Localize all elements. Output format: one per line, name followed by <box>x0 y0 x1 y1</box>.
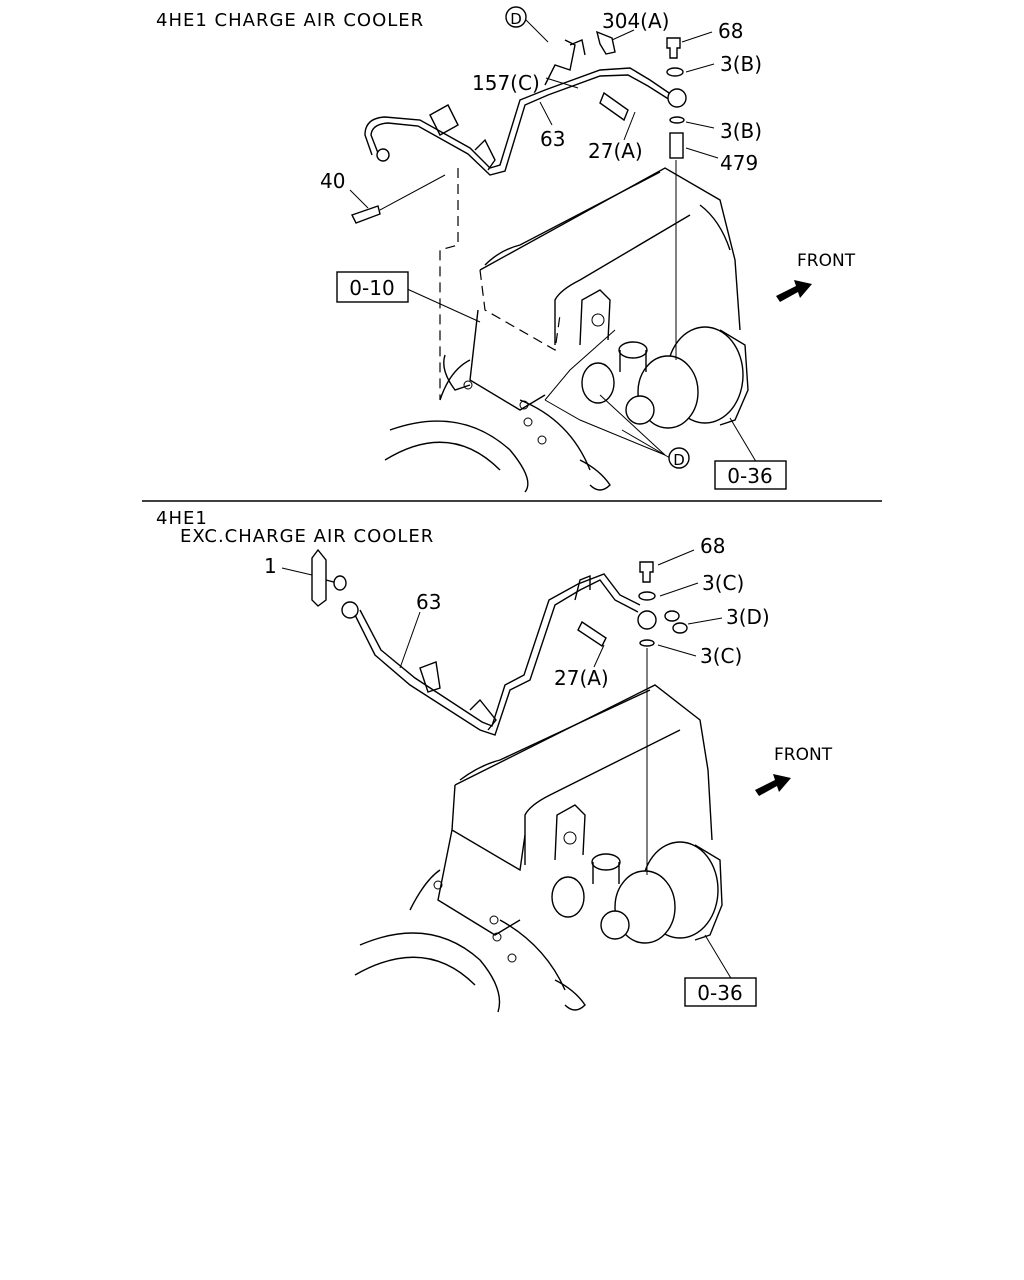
label-68-upper: 68 <box>718 19 743 43</box>
label-63-lower: 63 <box>416 590 441 614</box>
ref-010: 0-10 <box>349 276 394 300</box>
upper-d-bottom: D <box>673 451 685 469</box>
label-40: 40 <box>320 169 345 193</box>
ref-box-036-upper <box>714 460 787 490</box>
label-3b-top: 3(B) <box>720 52 762 76</box>
lower-hardware <box>577 561 688 875</box>
upper-d-marker-top <box>505 6 527 28</box>
label-27a-upper: 27(A) <box>588 139 643 163</box>
ref-036-lower: 0-36 <box>697 981 742 1005</box>
label-27a-lower: 27(A) <box>554 666 609 690</box>
front-arrow-icon-lower <box>755 774 791 796</box>
upper-hardware <box>351 30 687 360</box>
lower-title-line2: EXC.CHARGE AIR COOLER <box>180 526 434 547</box>
lower-title-line1: 4HE1 <box>156 508 208 529</box>
label-3c-top: 3(C) <box>702 571 744 595</box>
ref-box-036-lower <box>684 977 757 1007</box>
upper-d-top: D <box>510 10 522 28</box>
label-157c: 157(C) <box>472 71 540 95</box>
label-3d: 3(D) <box>726 605 770 629</box>
label-68-lower: 68 <box>700 534 725 558</box>
label-479: 479 <box>720 151 758 175</box>
label-304a: 304(A) <box>602 9 669 33</box>
lower-section: 4HE1 EXC.CHARGE AIR COOLER <box>156 508 833 1013</box>
label-3c-bottom: 3(C) <box>700 644 742 668</box>
upper-leaders <box>349 19 759 466</box>
upper-oil-pipe <box>364 39 673 176</box>
upper-title: 4HE1 CHARGE AIR COOLER <box>156 10 424 31</box>
ref-box-010 <box>336 271 409 303</box>
label-63-upper: 63 <box>540 127 565 151</box>
ref-036-upper: 0-36 <box>727 464 772 488</box>
lower-engine-drawing <box>354 684 723 1013</box>
lower-oil-pipe <box>311 548 641 736</box>
upper-engine-drawing <box>384 167 749 493</box>
label-3b-bottom: 3(B) <box>720 119 762 143</box>
label-1: 1 <box>264 554 277 578</box>
front-label-upper: FRONT <box>797 251 856 271</box>
lower-leaders <box>281 549 733 981</box>
upper-section: 4HE1 CHARGE AIR COOLER <box>156 6 856 493</box>
upper-d-marker-bottom <box>668 447 690 469</box>
front-label-lower: FRONT <box>774 745 833 765</box>
front-arrow-icon-upper <box>776 280 812 302</box>
